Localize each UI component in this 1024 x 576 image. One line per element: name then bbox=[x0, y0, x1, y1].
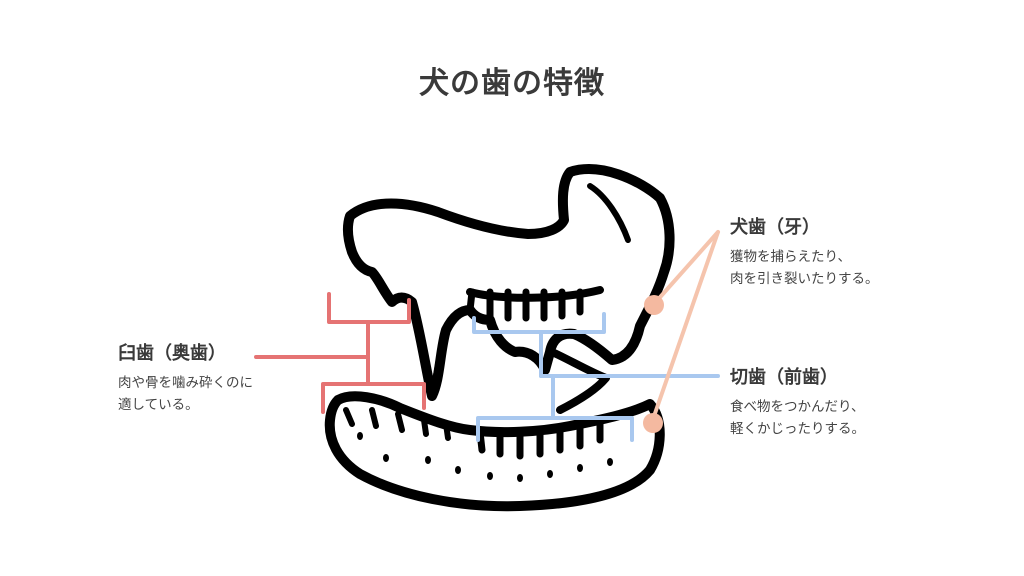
jaw-dot bbox=[455, 466, 461, 474]
canine-dot-upper bbox=[644, 295, 664, 315]
molar-bracket-lower bbox=[321, 382, 426, 414]
jaw-dot bbox=[577, 464, 583, 472]
lower-jaw-outline bbox=[324, 391, 665, 512]
page-title: 犬の歯の特徴 bbox=[419, 66, 605, 101]
molar-bracket bbox=[254, 292, 426, 414]
lower-canine-fang bbox=[548, 348, 610, 414]
jaw-dot bbox=[607, 458, 613, 466]
canine-pointer bbox=[650, 230, 720, 424]
molar-name: 臼歯（奥歯） bbox=[118, 343, 226, 364]
incisor-desc-line: 軽くかじったりする。 bbox=[730, 421, 865, 437]
lower-molar-ridges bbox=[343, 407, 451, 441]
upper-incisor-teeth bbox=[466, 288, 584, 324]
canine-description: 獲物を捕らえたり、 肉を引き裂いたりする。 bbox=[730, 246, 879, 290]
jaw-dot bbox=[547, 470, 553, 478]
canine-desc-line: 肉を引き裂いたりする。 bbox=[730, 271, 879, 287]
molar-desc-line: 適している。 bbox=[118, 397, 199, 413]
lower-incisor-teeth bbox=[476, 420, 604, 460]
canine-label: 犬歯（牙） 獲物を捕らえたり、 肉を引き裂いたりする。 bbox=[730, 216, 879, 290]
canine-dot-lower bbox=[643, 413, 663, 433]
incisor-bracket bbox=[472, 312, 720, 442]
jaw-texture-dots bbox=[357, 432, 613, 482]
upper-jaw-inner-fold bbox=[587, 183, 631, 243]
canine-desc-line: 獲物を捕らえたり、 bbox=[730, 249, 851, 265]
incisor-description: 食べ物をつかんだり、 軽くかじったりする。 bbox=[730, 396, 865, 440]
jaw-dot bbox=[357, 432, 363, 440]
canine-pointer-lower bbox=[650, 230, 720, 424]
upper-jaw-outline bbox=[342, 164, 675, 401]
canine-pointer-upper bbox=[652, 230, 720, 306]
molar-desc-line: 肉や骨を噛み砕くのに bbox=[118, 375, 253, 391]
upper-jaw bbox=[342, 164, 675, 401]
jaw-dot bbox=[425, 456, 431, 464]
incisor-desc-line: 食べ物をつかんだり、 bbox=[730, 399, 865, 415]
jaw-dot bbox=[487, 472, 493, 480]
jaw-dot bbox=[517, 474, 523, 482]
incisor-label: 切歯（前歯） 食べ物をつかんだり、 軽くかじったりする。 bbox=[730, 366, 865, 440]
molar-description: 肉や骨を噛み砕くのに 適している。 bbox=[118, 372, 253, 416]
molar-label: 臼歯（奥歯） 肉や骨を噛み砕くのに 適している。 bbox=[118, 342, 253, 416]
upper-gum-line bbox=[466, 286, 604, 302]
incisor-name: 切歯（前歯） bbox=[730, 367, 838, 388]
jaw-dot bbox=[383, 454, 389, 462]
upper-canine-fang bbox=[408, 298, 450, 400]
canine-name: 犬歯（牙） bbox=[730, 217, 820, 238]
